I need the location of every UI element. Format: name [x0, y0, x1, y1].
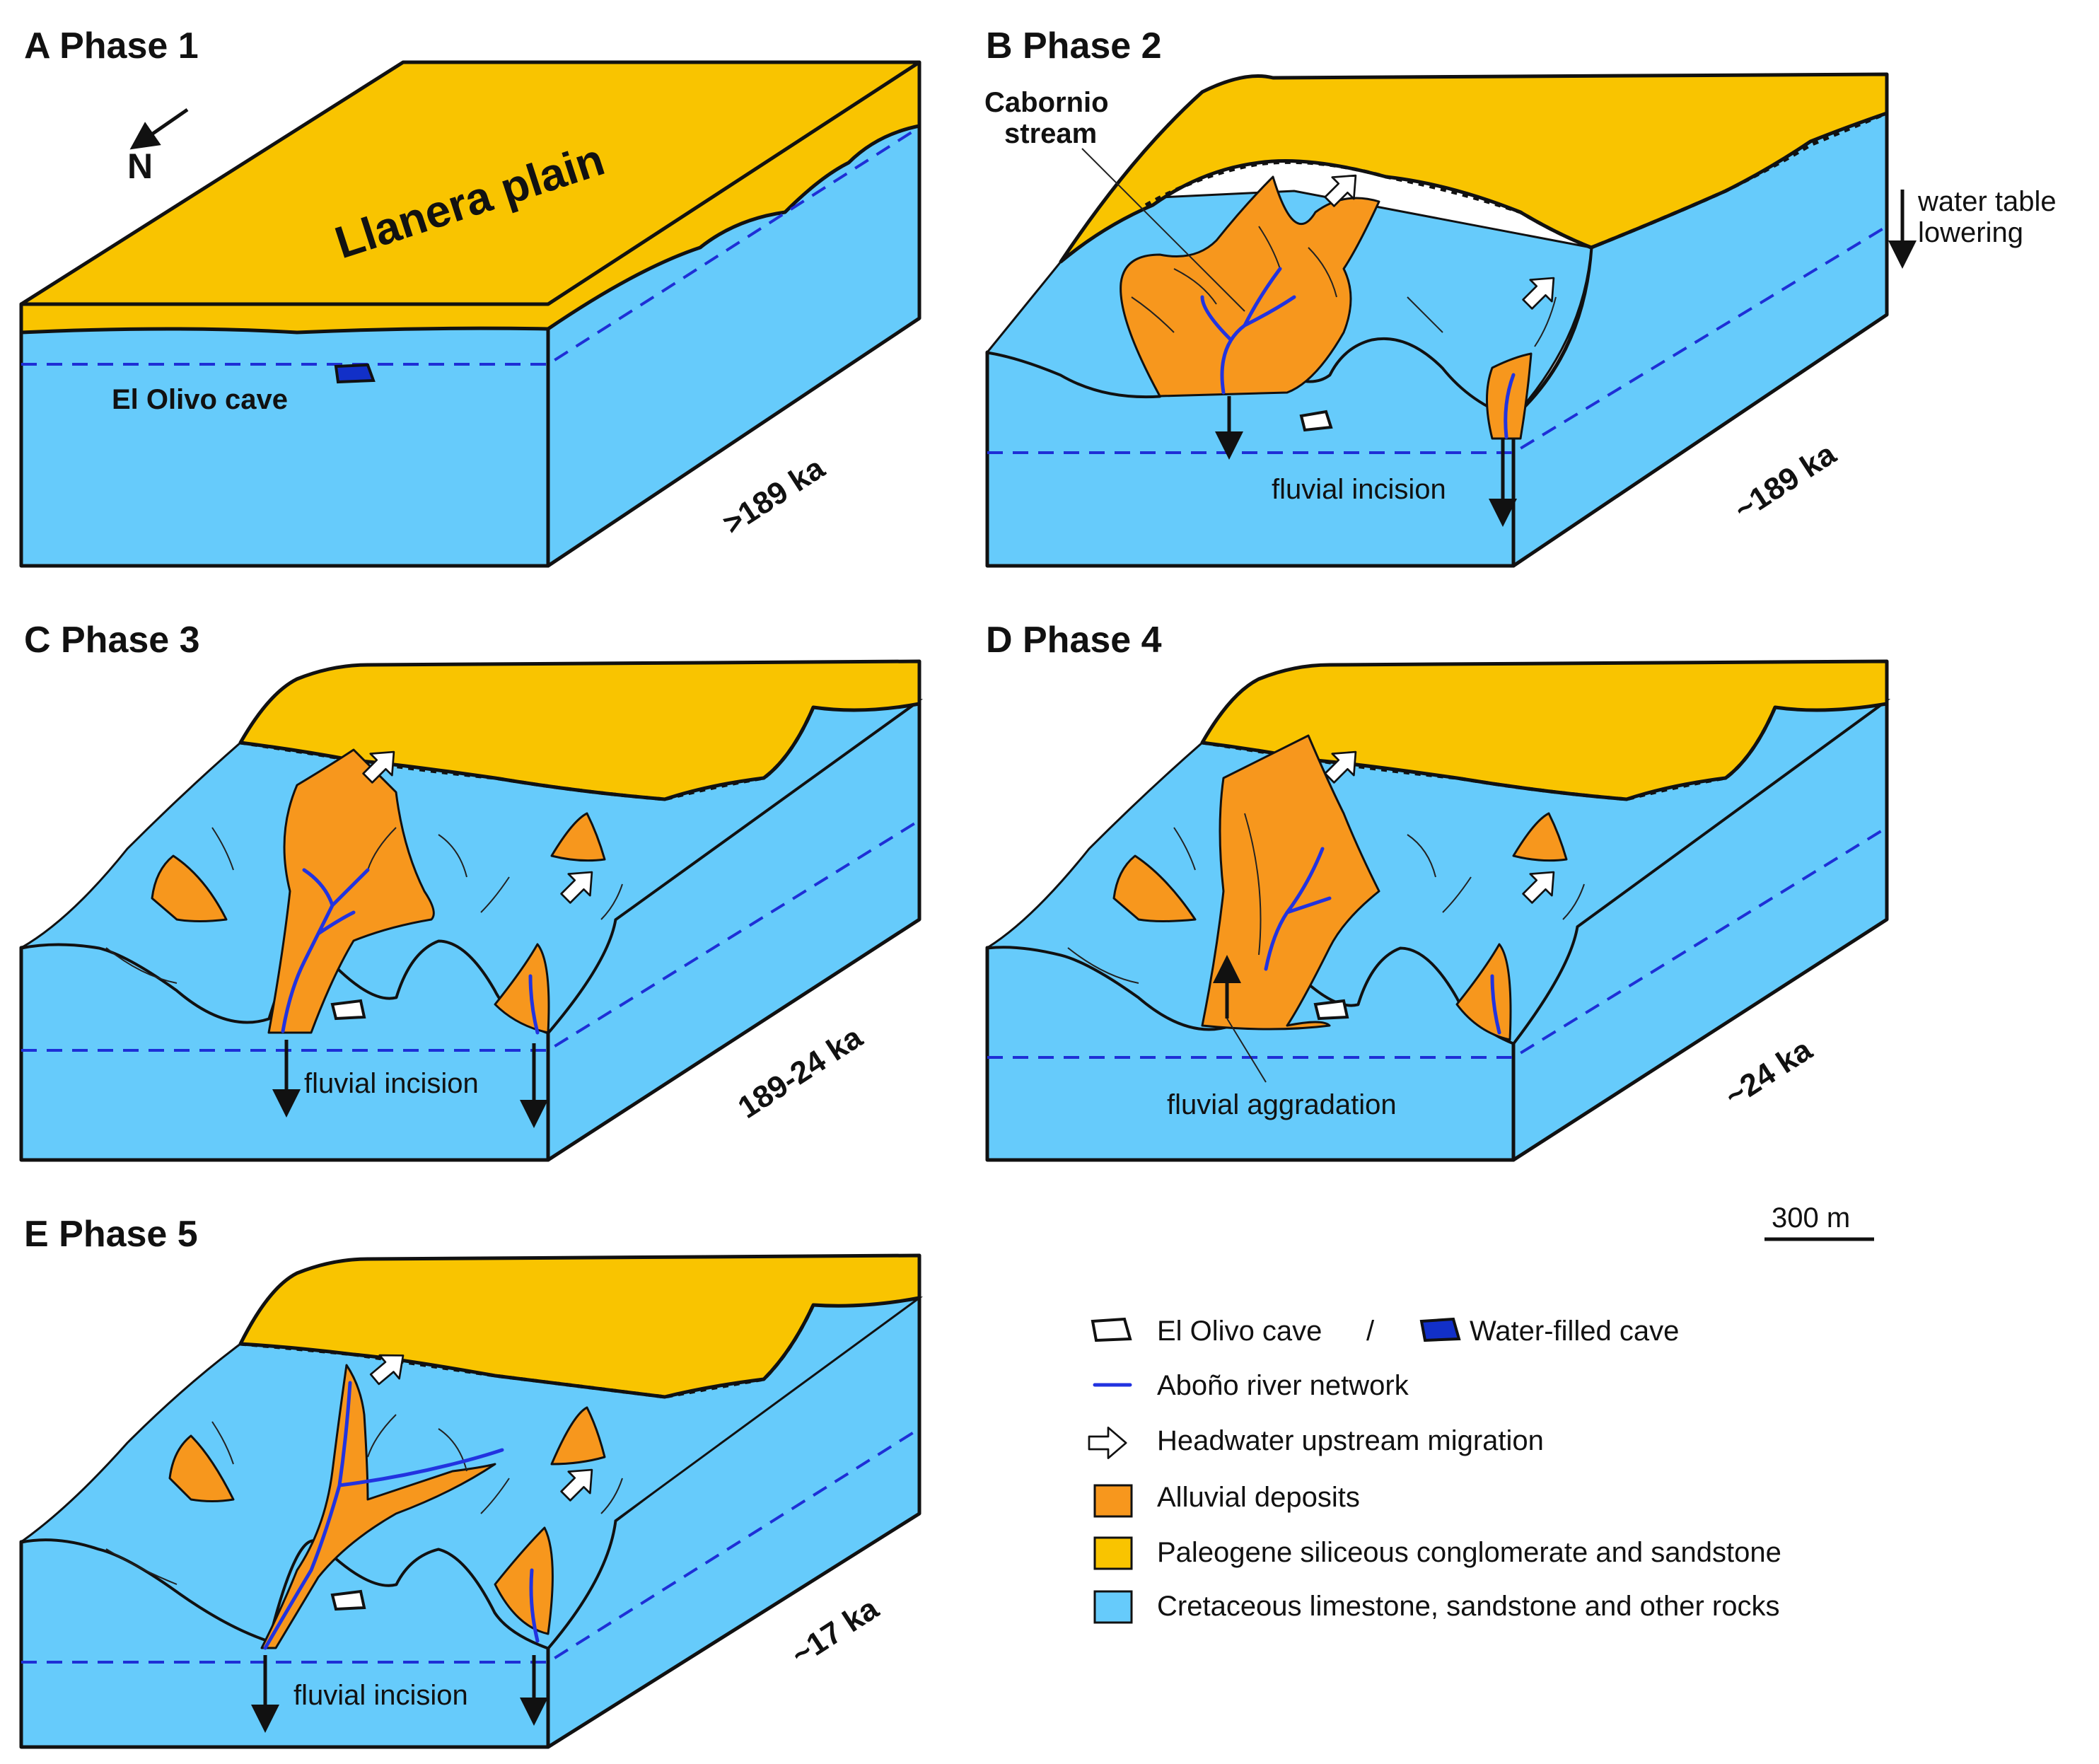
panel-a: A Phase 1 Llanera plain N El Olivo cave … — [19, 25, 921, 568]
panel-e-alluvial-left — [168, 1434, 235, 1502]
panel-d: D Phase 4 fluvial aggradation ~24 ka — [985, 620, 1891, 1162]
panel-b-water-label-1: water table — [1917, 186, 2057, 217]
panel-c-alluvial-small — [494, 943, 550, 1034]
panel-a-title: A Phase 1 — [24, 25, 199, 66]
panel-b-title: B Phase 2 — [986, 25, 1162, 66]
legend-alluvial-swatch — [1093, 1484, 1133, 1518]
panel-a-front-face — [19, 301, 550, 568]
panel-c-cave-icon — [330, 999, 366, 1021]
panel-a-age: >189 ka — [716, 451, 831, 542]
legend-cave-label: El Olivo cave — [1157, 1316, 1322, 1347]
panel-b-alluvial-main — [1120, 175, 1380, 398]
panel-e: E Phase 5 fluvial incision ~17 ka — [19, 1214, 924, 1749]
panel-d-river — [1264, 847, 1332, 971]
legend-cretaceous-label: Cretaceous limestone, sandstone and othe… — [1157, 1591, 1780, 1622]
panel-d-title: D Phase 4 — [986, 620, 1162, 661]
panel-d-alluvial-left — [1112, 854, 1197, 922]
legend-separator: / — [1366, 1316, 1375, 1347]
panel-d-water-table — [987, 826, 1888, 1059]
legend-migration-icon — [1088, 1427, 1127, 1459]
panel-b-water-label-2: lowering — [1918, 217, 2023, 248]
panel-b: B Phase 2 Cabornio stream — [984, 25, 2057, 568]
legend-river-label: Aboño river network — [1157, 1370, 1409, 1401]
panel-e-title: E Phase 5 — [24, 1214, 198, 1255]
panel-e-water-table — [21, 1427, 921, 1664]
panel-b-cave-icon — [1299, 410, 1333, 432]
panel-a-cave-label: El Olivo cave — [112, 384, 288, 415]
panel-c-age: 189-24 ka — [732, 1020, 868, 1125]
panel-c-title: C Phase 3 — [24, 620, 200, 661]
panel-a-paleogene-top — [19, 60, 921, 335]
panel-c-water-table — [21, 819, 921, 1052]
panel-d-alluvial-main — [1201, 734, 1380, 1031]
legend-migration-label: Headwater upstream migration — [1157, 1425, 1544, 1456]
panel-d-age: ~24 ka — [1719, 1032, 1818, 1113]
panel-b-river — [1200, 267, 1296, 395]
panel-c-process: fluvial incision — [304, 1068, 479, 1099]
legend: El Olivo cave / Water-filled cave Aboño … — [1088, 1316, 1781, 1624]
legend-cave-icon — [1091, 1317, 1132, 1342]
north-label: N — [127, 146, 153, 186]
north-arrow-icon — [129, 108, 189, 150]
panel-a-water-table — [21, 126, 921, 366]
legend-water-cave-label: Water-filled cave — [1470, 1316, 1679, 1347]
panel-e-process: fluvial incision — [293, 1680, 468, 1711]
panel-e-cave-icon — [330, 1589, 366, 1611]
panel-b-water-table — [987, 225, 1888, 454]
scale-bar: 300 m — [1764, 1202, 1874, 1241]
legend-paleogene-swatch — [1093, 1536, 1133, 1570]
panel-c-alluvial-right — [550, 812, 606, 862]
panel-b-age: ~189 ka — [1728, 436, 1842, 528]
panel-c: C Phase 3 fluvial incision 189-24 ka — [19, 620, 924, 1162]
panel-d-cave-icon — [1313, 999, 1349, 1021]
panel-b-stream-label-2: stream — [1004, 118, 1097, 149]
panel-e-alluvial-small — [494, 1526, 554, 1635]
panel-c-alluvial-main — [267, 748, 435, 1034]
legend-water-cave-icon — [1419, 1317, 1461, 1342]
panel-b-process: fluvial incision — [1272, 474, 1446, 505]
legend-alluvial-label: Alluvial deposits — [1157, 1482, 1360, 1513]
scale-bar-label: 300 m — [1772, 1202, 1850, 1234]
panel-e-alluvial-right — [550, 1406, 606, 1466]
legend-paleogene-label: Paleogene siliceous conglomerate and san… — [1157, 1537, 1781, 1568]
panel-b-stream-label-1: Cabornio — [984, 87, 1109, 118]
panel-d-process: fluvial aggradation — [1167, 1089, 1397, 1120]
panel-e-alluvial-main — [260, 1364, 496, 1649]
panel-c-river — [281, 868, 370, 1033]
panel-e-river — [263, 1381, 504, 1650]
panel-d-alluvial-right — [1512, 812, 1568, 862]
water-filled-cave-icon — [334, 363, 376, 384]
panel-c-alluvial-left — [151, 854, 228, 922]
legend-cretaceous-swatch — [1093, 1590, 1133, 1624]
panel-e-age: ~17 ka — [785, 1591, 885, 1672]
